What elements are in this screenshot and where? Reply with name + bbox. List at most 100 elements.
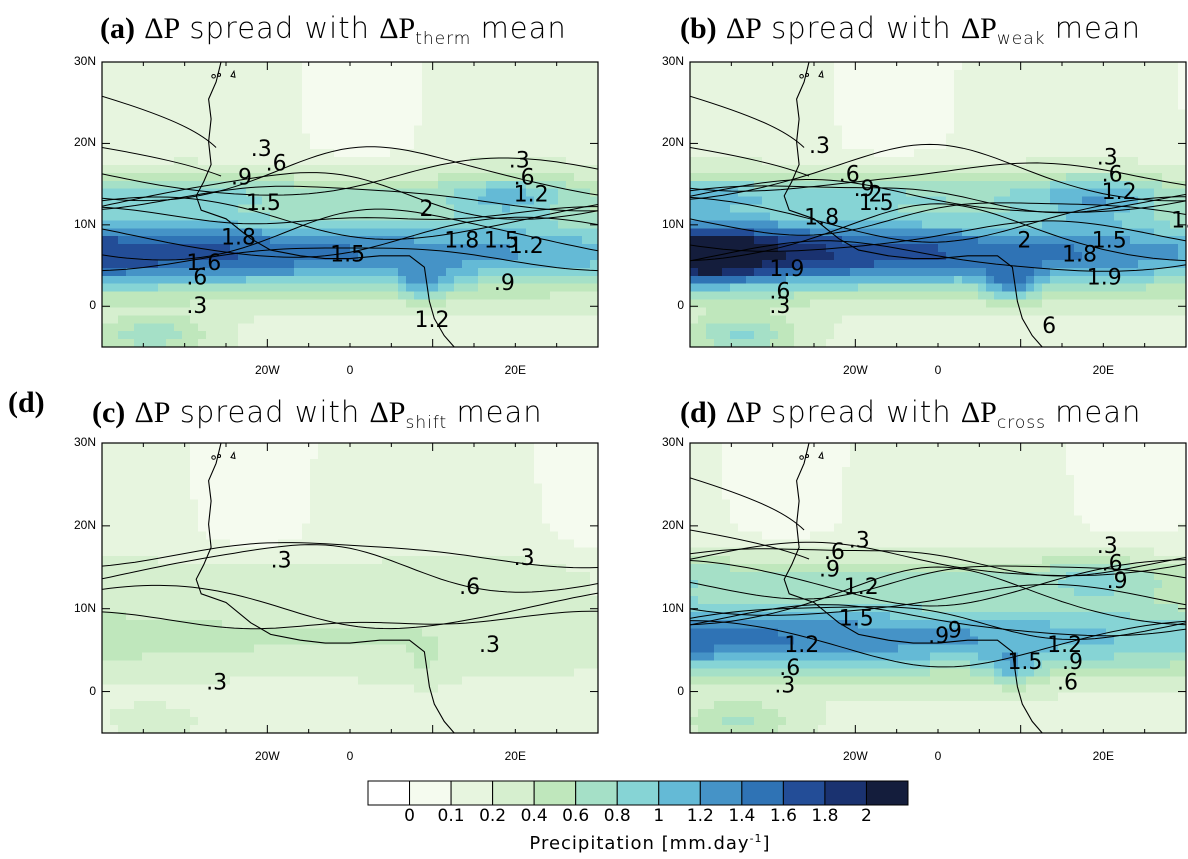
x-tick-label: 20W	[254, 749, 280, 763]
axis-ticks	[689, 61, 1187, 347]
contour-label: .9	[1107, 569, 1128, 594]
y-tick-label: 30N	[661, 54, 684, 68]
coastline	[195, 443, 455, 733]
contour-label: 1.2	[1102, 180, 1137, 205]
map-panel-3: .6.3.91.21.51.29.6.3.3.6.9.91.51.2.9.6	[689, 442, 1187, 734]
colorbar	[367, 780, 909, 806]
x-tick-label: 0	[934, 749, 942, 763]
contour-label: 1.2	[1047, 633, 1082, 658]
x-tick-label: 20E	[1092, 749, 1114, 763]
contour-label: 1.5	[839, 607, 874, 632]
axis-ticks	[101, 61, 599, 347]
colorbar-box	[533, 780, 577, 806]
contour-label: .3	[251, 137, 272, 162]
colorbar-box	[450, 780, 494, 806]
contour-label: 1.5	[330, 243, 365, 268]
y-tick-label: 10N	[661, 600, 684, 615]
contour-label: .9	[1062, 650, 1083, 675]
contour-label: .6	[186, 265, 207, 290]
island	[818, 69, 824, 78]
panel-c-delta2: ΔP	[369, 396, 406, 429]
axis-ticks	[689, 442, 1187, 733]
panel-d-delta1: ΔP	[725, 396, 762, 429]
coastline	[783, 443, 1043, 733]
colorbar-box	[409, 780, 452, 806]
contour-label: 1.8	[221, 225, 256, 250]
panel-d-delta2: ΔP	[960, 396, 997, 429]
colorbar-box	[824, 780, 867, 806]
colorbar-box	[367, 780, 411, 806]
island	[805, 72, 810, 77]
island	[799, 73, 804, 79]
contour-label: .3	[774, 673, 795, 698]
colorbar-box	[865, 780, 909, 806]
colorbar-title-sup: -1	[749, 832, 763, 845]
y-tick-label: 0	[677, 298, 684, 313]
contour-label: .3	[271, 549, 292, 574]
colorbar-box	[492, 780, 535, 806]
panel-d-title: (d) ΔP spread with ΔPcross mean	[680, 396, 1141, 439]
contour-label: 1.2	[509, 234, 544, 259]
contour-label: .3	[514, 546, 535, 571]
contour-label: .9	[494, 271, 515, 296]
contour-label: 1.2	[844, 575, 879, 600]
colorbar-tick-label: 2	[861, 806, 872, 826]
contour-label: .6	[1102, 552, 1123, 577]
contour-label: .9	[819, 557, 840, 582]
island	[211, 73, 216, 79]
contour-label: 1.6	[186, 251, 221, 276]
panel-a-title: (a) ΔP spread with ΔPtherm mean	[100, 12, 567, 55]
x-tick-label: 20W	[254, 363, 280, 377]
x-tick-label: 0	[346, 749, 354, 763]
colorbar-tick-label: 0	[404, 806, 415, 826]
x-tick-label: 0	[346, 363, 354, 377]
x-tick-label: 20E	[504, 749, 526, 763]
contour-label: .3	[479, 633, 500, 658]
panel-a-sub: therm	[415, 29, 472, 49]
contour-label: 9	[948, 618, 962, 643]
panel-d-text2: mean	[1055, 395, 1142, 429]
contour-label: 1.5	[1007, 650, 1042, 675]
colorbar-tick-label: 0.1	[437, 806, 465, 826]
colorbar-box	[782, 780, 826, 806]
panel-c-title: (c) ΔP spread with ΔPshift mean	[92, 396, 543, 439]
colorbar-tick-label: 1.2	[686, 806, 714, 826]
contour-label: 6	[1042, 314, 1056, 339]
contour-label: .6	[514, 166, 535, 191]
contour-label: 1.5	[859, 191, 894, 216]
panel-c-delta1: ΔP	[134, 396, 171, 429]
x-tick-label: 20W	[842, 363, 868, 377]
panel-b-delta2: ΔP	[960, 12, 997, 45]
contour-label: .6	[769, 280, 790, 305]
colorbar-box	[616, 780, 660, 806]
contour-label: .3	[1097, 534, 1118, 559]
contour-label: 1.8	[804, 205, 839, 230]
contour-label: .6	[779, 656, 800, 681]
contour-label: 1.8	[444, 228, 479, 253]
colorbar-tick-label: 0.2	[479, 806, 507, 826]
colorbar-tick-label: 1.8	[811, 806, 839, 826]
colorbar-title: Precipitation [mm.day-1]	[380, 832, 920, 854]
panel-a-text2: mean	[480, 11, 567, 45]
contour-label: .6	[839, 163, 860, 188]
contour-label: 1.2	[784, 633, 819, 658]
y-tick-label: 10N	[661, 216, 684, 231]
contour-lines	[690, 477, 1186, 668]
panel-a-letter: (a)	[100, 12, 135, 45]
x-tick-label: 0	[934, 363, 942, 377]
island	[217, 72, 222, 77]
y-tick-label: 0	[677, 683, 684, 698]
contour-labels: .3.3.6.3.3	[206, 546, 535, 696]
island	[230, 69, 236, 78]
contour-lines	[690, 95, 1186, 272]
colorbar-box	[575, 780, 618, 806]
contour-label: 1.5	[484, 228, 519, 253]
panel-b-letter: (b)	[680, 12, 717, 45]
colorbar-tick-label: 0.6	[562, 806, 590, 826]
island	[211, 455, 216, 460]
contour-lines	[102, 95, 598, 272]
y-tick-label: 20N	[661, 135, 684, 150]
